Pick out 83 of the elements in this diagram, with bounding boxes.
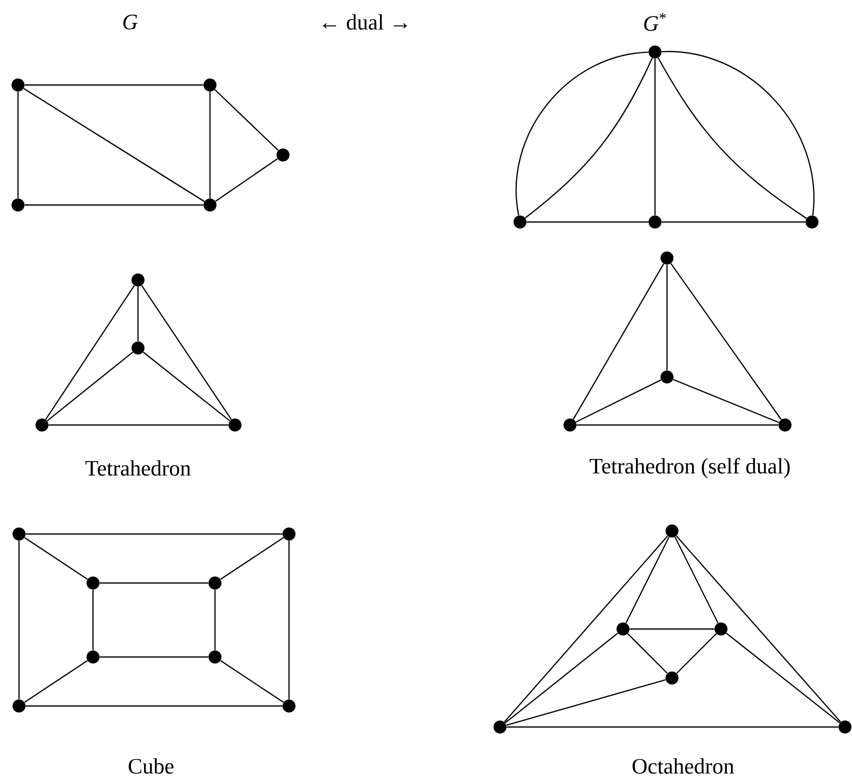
vertex-dot: [564, 418, 576, 432]
graph-label: Octahedron: [632, 758, 734, 774]
graph-edge: [674, 536, 719, 624]
graph-edge: [625, 536, 670, 624]
vertex-dot: [132, 342, 144, 354]
graph-edge: [18, 540, 20, 700]
graph-edge: [142, 352, 230, 422]
vertex-dot: [806, 216, 818, 228]
graph-edge: [48, 424, 228, 426]
graph-edge: [215, 158, 278, 202]
graph-edge: [220, 660, 284, 703]
vertex-dot: [778, 418, 792, 432]
graph-edge: [726, 632, 840, 724]
graph-label: Cube: [128, 758, 174, 774]
graph-edge: [630, 628, 714, 630]
vertex-dot: [648, 46, 662, 58]
vertex-dot: [282, 699, 296, 712]
graph-edge: [209, 92, 211, 198]
vertex-dot: [208, 650, 222, 664]
vertex-dot: [86, 576, 100, 590]
vertex-dot: [714, 622, 728, 636]
vertex-dot: [12, 699, 26, 712]
graph-edge: [214, 89, 279, 151]
graph-label: G$^{*}$: [644, 13, 666, 31]
graph-edge: [676, 633, 717, 674]
graph-edge: [576, 379, 662, 423]
graph-edge: [662, 221, 806, 223]
vertex-dot: [616, 622, 630, 636]
graph-edge: [666, 264, 668, 370]
graph-edge: [526, 221, 648, 223]
graph-edge: [24, 660, 88, 703]
graph-edge: [654, 58, 656, 216]
graph-edge: [26, 705, 282, 707]
vertex-dot: [276, 148, 290, 162]
graph-label: G: [123, 14, 138, 30]
graph-edge: [26, 533, 282, 535]
vertex-dot: [648, 216, 662, 228]
vertex-dot: [514, 216, 526, 228]
graph-edge: [24, 204, 204, 206]
graph-edge: [24, 537, 88, 580]
graph-edge: [572, 263, 664, 420]
graph-edge: [576, 424, 778, 426]
vertex-dot: [666, 671, 678, 684]
graph-edge: [141, 285, 232, 420]
vertex-dot: [660, 370, 674, 384]
graph-edge: [504, 536, 668, 722]
vertex-dot: [12, 78, 24, 92]
graph-label: ← dual →: [323, 14, 407, 30]
graph-edge: [92, 590, 94, 650]
vertex-dot: [204, 198, 216, 212]
vertex-dot: [666, 524, 678, 538]
vertex-dot: [12, 527, 26, 540]
vertex-dot: [36, 418, 48, 432]
graph-edge: [672, 378, 780, 424]
graph-edge: [45, 285, 135, 420]
graph-label: Tetrahedron: [85, 460, 191, 476]
graph-edge: [23, 88, 205, 202]
graph-edge: [670, 263, 782, 420]
graph-edge: [506, 726, 838, 728]
graph-edge: [506, 679, 666, 726]
vertex-dot: [282, 527, 296, 540]
graph-edge: [288, 540, 290, 700]
graph-edge: [100, 656, 208, 658]
vertex-dot: [86, 650, 100, 664]
graph-edge: [137, 286, 139, 342]
vertex-dot: [494, 720, 506, 734]
graph-edge: [220, 537, 284, 580]
graph-edge: [504, 632, 618, 724]
graph-edge: [627, 633, 668, 674]
graph-edge: [214, 590, 216, 650]
vertex-dot: [660, 252, 674, 264]
vertex-dot: [12, 198, 24, 212]
vertex-dot: [208, 576, 222, 590]
vertex-dot: [228, 418, 242, 432]
graph-label: Tetrahedron (self dual): [590, 458, 790, 478]
graph-edge: [676, 536, 842, 722]
graph-edge: [17, 92, 19, 198]
graph-edge: [24, 84, 204, 86]
graph-edge: [46, 352, 134, 422]
vertex-dot: [132, 274, 144, 286]
graph-edge: [100, 582, 208, 584]
vertex-dot: [838, 720, 852, 734]
vertex-dot: [204, 78, 216, 92]
